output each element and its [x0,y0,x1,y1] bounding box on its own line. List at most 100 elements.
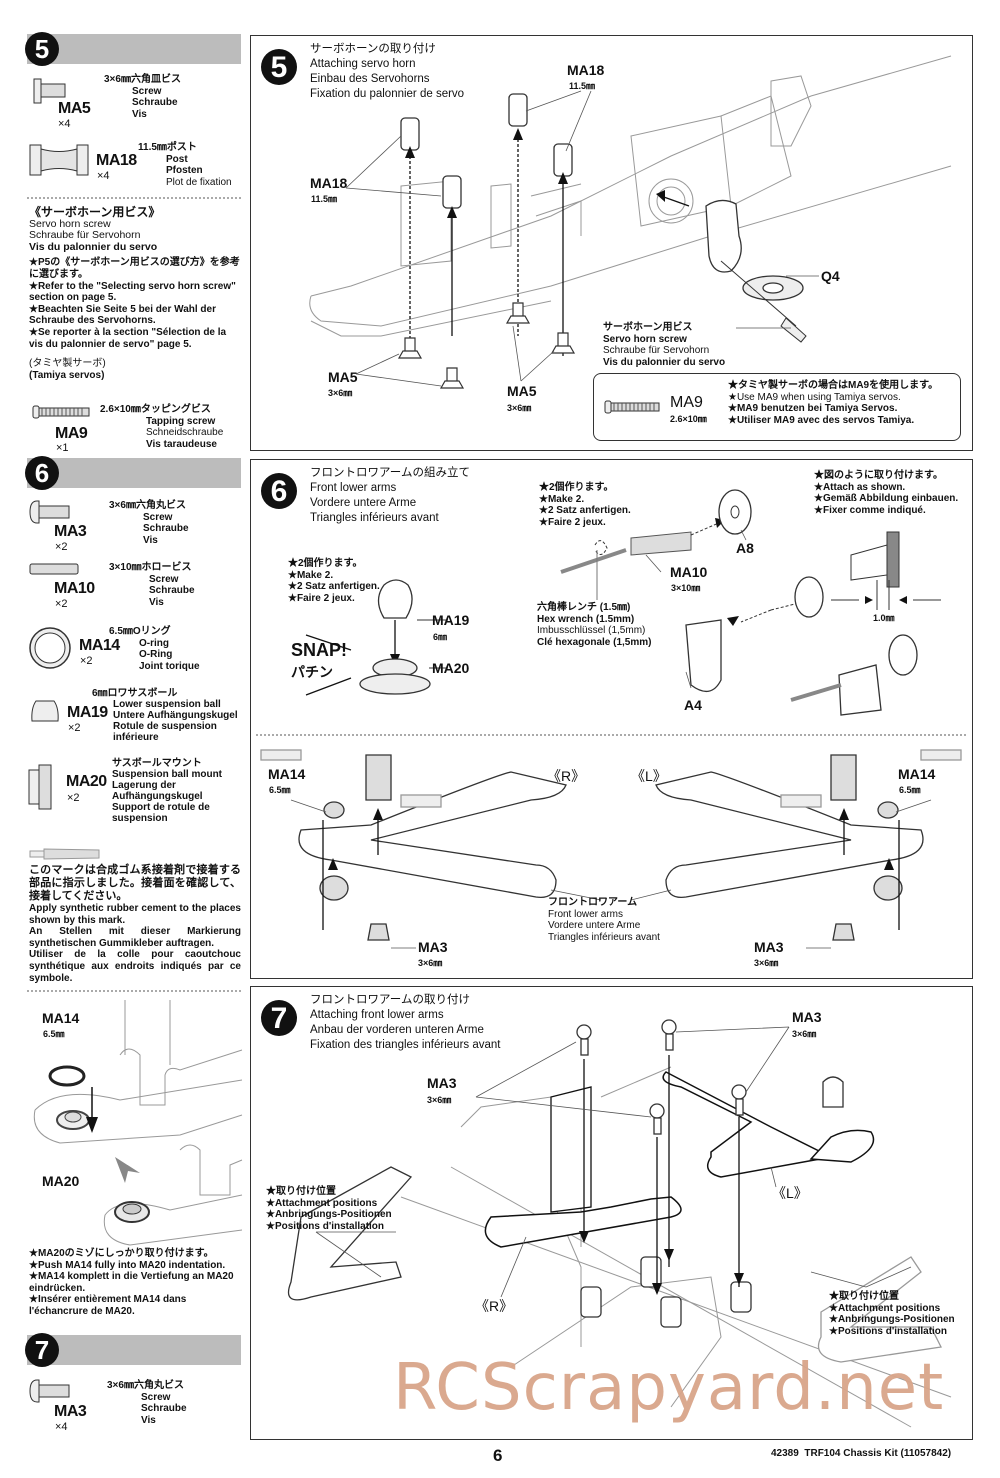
part-code-ma18: MA18 [96,152,137,169]
label-ma5: MA5 [507,383,537,399]
label-size: 3×6㎜ [507,403,532,413]
label-ma14: MA14 [268,766,306,782]
part-desc-ma18: 11.5㎜ポスト Post Pfosten Plot de fixation [138,142,232,188]
tapping-screw-icon [604,400,660,414]
make-two-note: ★2個作ります。 ★Make 2. ★2 Satz anfertigen. ★F… [539,482,631,528]
part-code-ma19: MA19 [67,704,108,721]
divider [27,990,241,992]
part-code-ma5: MA5 [58,100,91,117]
label-size: 6.5㎜ [899,785,921,795]
part-qty: ×2 [55,598,68,610]
label-ma3: MA3 [754,939,784,955]
cement-tube-icon [29,848,100,860]
part-desc-ma10: 3×10㎜ホロービス Screw Schraube Vis [109,562,195,608]
label-ma10: MA10 [670,564,708,580]
watermark: RCScrapyard.net [393,1351,945,1425]
label-q4: Q4 [821,268,840,284]
countersunk-screw-icon [33,78,66,104]
label-ma9: MA9 [670,394,703,411]
attach-as-shown-note: ★図のように取り付けます。 ★Attach as shown. ★Gemäß A… [814,470,959,516]
step6-panel: 6 フロントロワアームの組み立て Front lower arms Vorder… [250,459,973,979]
part-code-ma3: MA3 [54,1403,87,1420]
front-arm-mounting-illustration [287,1019,952,1428]
label-size: 3×6㎜ [754,958,779,968]
label-a8: A8 [736,540,754,556]
button-head-screw-icon [29,500,70,524]
label-size: 2.6×10㎜ [670,414,707,424]
label-a4: A4 [684,697,702,713]
snap-label: SNAP! [291,640,348,660]
label-ma20: MA20 [432,660,470,676]
snap-jp-label: パチン [291,664,333,680]
part-qty: ×1 [56,442,69,454]
page-number: 6 [493,1446,503,1465]
label-left: 《L》 [772,1185,808,1201]
part-code-ma3: MA3 [54,523,87,540]
label-ma3: MA3 [427,1075,457,1091]
ball-snap-illustration [256,489,967,949]
ma20-indentation-note: ★MA20のミゾにしっかり取り付けます。 ★Push MA14 fully in… [29,1248,234,1317]
label-size: 3×10㎜ [671,583,701,593]
label-ma19: MA19 [432,612,470,628]
ma14-ma20-detail-illustration [33,1000,243,1246]
label-ma14: MA14 [42,1010,80,1026]
grub-screw-icon [29,563,79,575]
part-code-ma9: MA9 [55,425,88,442]
make-two-note: ★2個作ります。 ★Make 2. ★2 Satz anfertigen. ★F… [288,558,380,604]
front-lower-arms-label: フロントロワアーム Front lower arms Vordere unter… [548,897,660,943]
label-size: 6.5㎜ [269,785,291,795]
part-code-ma14: MA14 [79,637,120,654]
kit-name: 42389 TRF104 Chassis Kit (11057842) [771,1448,952,1459]
step-number-badge: 5 [25,32,59,66]
label-ma20: MA20 [42,1173,80,1189]
label-size: 3×6㎜ [328,388,353,398]
servo-horn-screw-note: 《サーボホーン用ビス》 Servo horn screw Schraube fü… [29,205,240,381]
step-number-badge: 6 [261,473,297,509]
label-ma18: MA18 [310,175,348,191]
part-qty: ×2 [67,792,80,804]
step-number-badge: 7 [261,1000,297,1036]
label-ma5: MA5 [328,369,358,385]
divider [27,197,241,199]
step5-panel: 5 サーボホーンの取り付け Attaching servo horn Einba… [250,35,973,451]
servo-horn-screw-label: サーボホーン用ビス Servo horn screw Schraube für … [603,322,726,368]
step6-title: フロントロワアームの組み立て Front lower arms Vordere … [310,467,470,524]
attachment-positions-note: ★取り付け位置 ★Attachment positions ★Anbringun… [266,1186,392,1232]
part-desc-ma3: 3×6㎜六角丸ビス Screw Schraube Vis [107,1380,187,1426]
cement-note: このマークは合成ゴム系接着剤で接着する部品に指示しました。接着面を確認して、接着… [29,864,241,984]
label-ma3: MA3 [792,1009,822,1025]
part-qty: ×2 [80,655,93,667]
part-qty: ×4 [55,1421,68,1433]
step7-panel: 7 フロントロワアームの取り付け Attaching front lower a… [250,986,973,1440]
step7-title: フロントロワアームの取り付け Attaching front lower arm… [310,994,501,1051]
step-number-badge: 7 [25,1333,59,1367]
step-number-badge: 6 [25,456,59,490]
label-ma18: MA18 [567,62,605,78]
part-qty: ×2 [55,541,68,553]
label-size: 3×6㎜ [427,1095,452,1105]
label-right: 《R》 [475,1298,514,1314]
label-size: 6.5㎜ [43,1029,65,1039]
sidebar-step5-header: 5 [25,32,241,66]
post-icon [29,144,89,176]
tapping-screw-icon [32,405,90,419]
hex-wrench-label: 六角棒レンチ (1.5㎜) Hex wrench (1.5mm) Imbussc… [537,602,652,648]
ma9-tamiya-servo-box: MA9 2.6×10㎜ ★タミヤ製サーボの場合はMA9を使用します。 ★Use … [593,373,961,441]
servo-horn-assembly-illustration [309,55,952,389]
label-left: 《L》 [631,768,667,784]
part-qty: ×4 [97,170,110,182]
sidebar-step7-header: 7 [25,1333,241,1367]
sidebar-step6-header: 6 [25,456,241,490]
label-size: 3×6㎜ [418,958,443,968]
step5-title: サーボホーンの取り付け Attaching servo horn Einbau … [310,43,465,100]
part-desc-ma20: サスボールマウント Suspension ball mount Lagerung… [112,758,223,824]
label-size: 11.5㎜ [569,81,596,91]
gap-dimension: 1.0㎜ [873,613,895,623]
part-desc-ma9: 2.6×10㎜タッピングビス Tapping screw Schneidschr… [100,404,224,450]
label-size: 11.5㎜ [311,194,338,204]
attachment-positions-note: ★取り付け位置 ★Attachment positions ★Anbringun… [829,1291,955,1337]
label-size: 3×6㎜ [792,1029,817,1039]
part-qty: ×2 [68,722,81,734]
part-desc-ma19: 6㎜ロワサスボール Lower suspension ball Untere A… [92,688,238,743]
label-ma3: MA3 [418,939,448,955]
